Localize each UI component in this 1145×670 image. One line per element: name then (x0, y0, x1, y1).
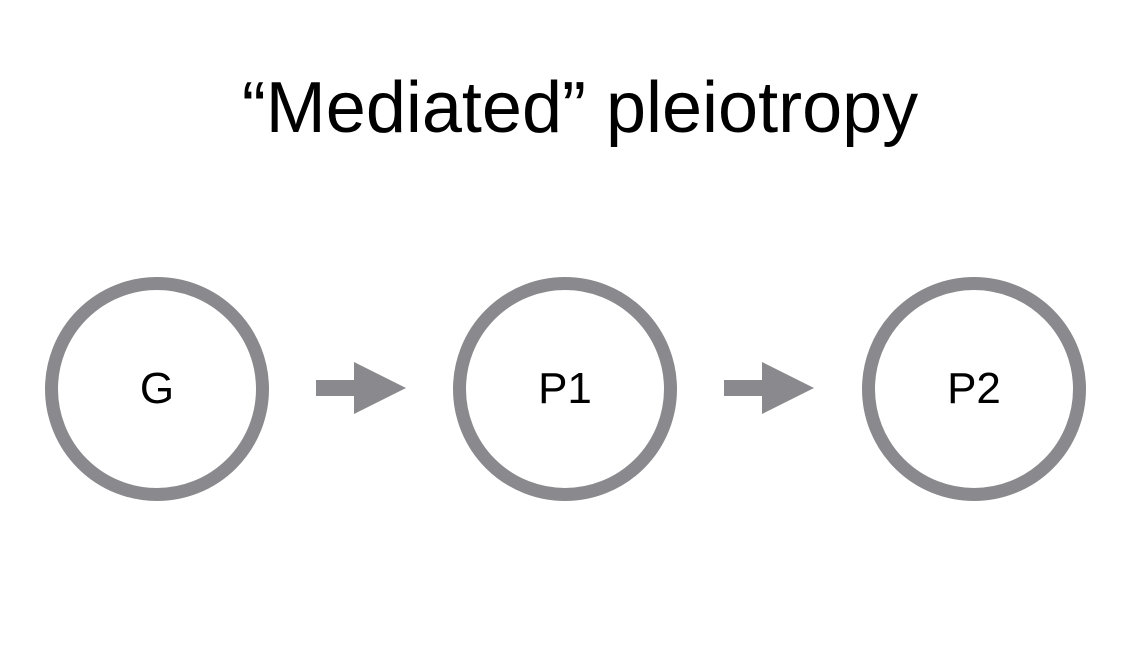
node-p2: P2 (862, 277, 1086, 501)
node-label-p2: P2 (947, 364, 1001, 413)
node-label-g: G (139, 364, 175, 413)
node-p1: P1 (453, 277, 677, 501)
right-arrow-icon (724, 362, 814, 414)
right-arrow-icon (316, 362, 406, 414)
node-g: G (45, 277, 269, 501)
node-label-p1: P1 (538, 364, 592, 413)
slide-title: “Mediated” pleiotropy (241, 68, 919, 148)
